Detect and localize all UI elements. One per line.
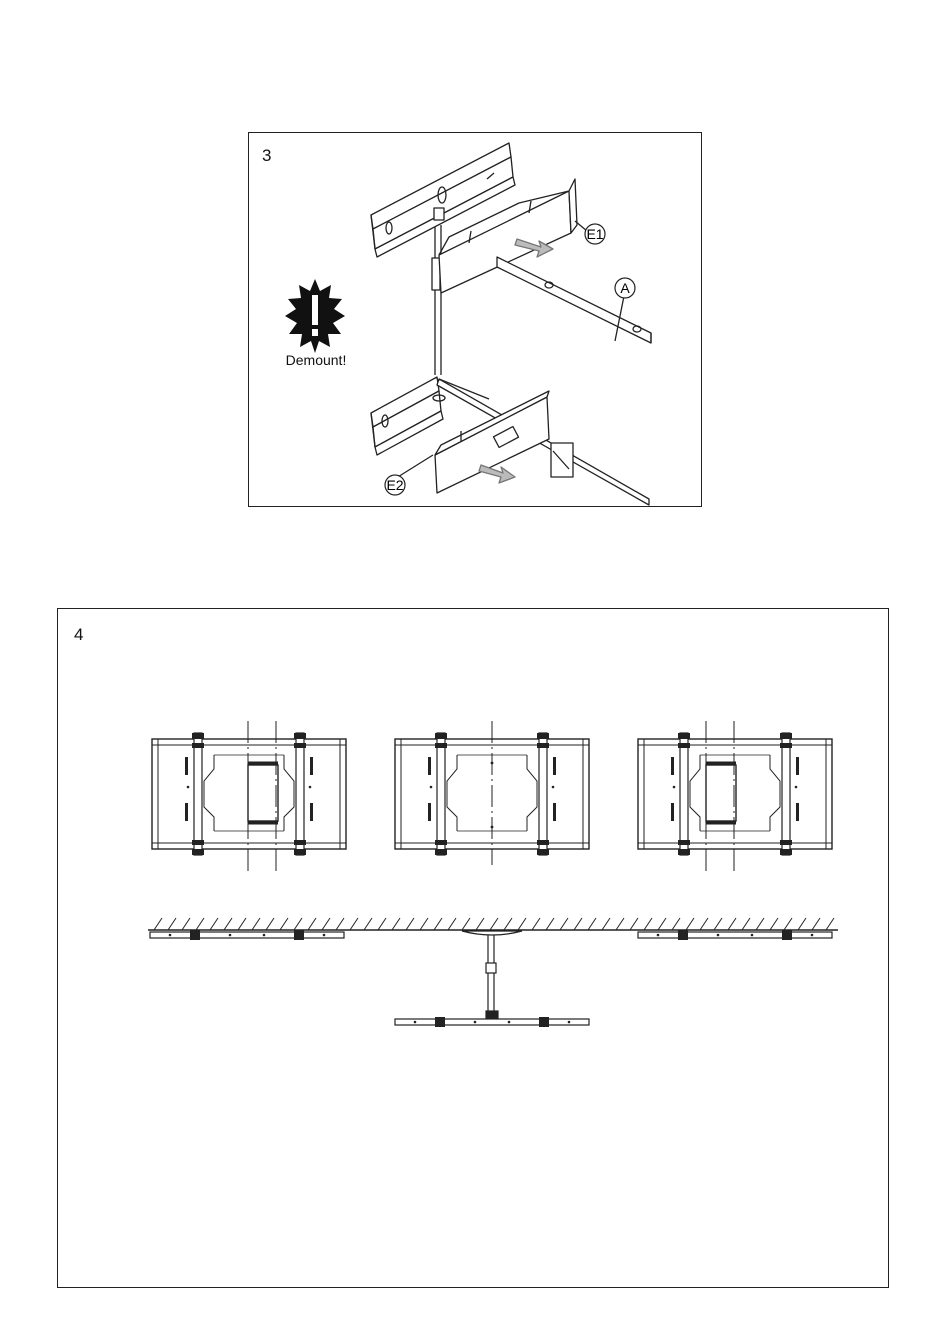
lower-bracket xyxy=(551,443,573,477)
step-4-diagram xyxy=(58,609,890,1289)
profile-left-folded xyxy=(150,930,344,940)
label-e2: E2 xyxy=(386,477,403,493)
step-3-panel: 3 xyxy=(248,132,702,507)
lower-wall-rail xyxy=(371,377,445,455)
clamp-e2 xyxy=(435,391,549,493)
step-4-panel: 4 xyxy=(57,608,889,1288)
label-e2-badge: E2 xyxy=(385,475,405,495)
arm-a xyxy=(497,257,651,343)
profile-center-plate xyxy=(395,1017,589,1027)
arrow-e2 xyxy=(479,465,515,483)
label-e1: E1 xyxy=(586,226,603,242)
mount-position-right xyxy=(638,721,832,871)
wall-line xyxy=(148,918,838,930)
mount-position-center xyxy=(395,721,589,865)
warning-burst-icon xyxy=(285,279,345,353)
mount-position-left xyxy=(152,721,346,871)
warning-text: Demount! xyxy=(286,352,347,368)
profile-right-folded xyxy=(638,930,832,940)
label-a-badge: A xyxy=(615,278,635,298)
step-3-diagram: E1 A E2 Demount! xyxy=(249,133,703,508)
label-a: A xyxy=(620,280,630,296)
profile-center-extended xyxy=(462,931,522,1019)
label-e1-badge: E1 xyxy=(585,224,605,244)
